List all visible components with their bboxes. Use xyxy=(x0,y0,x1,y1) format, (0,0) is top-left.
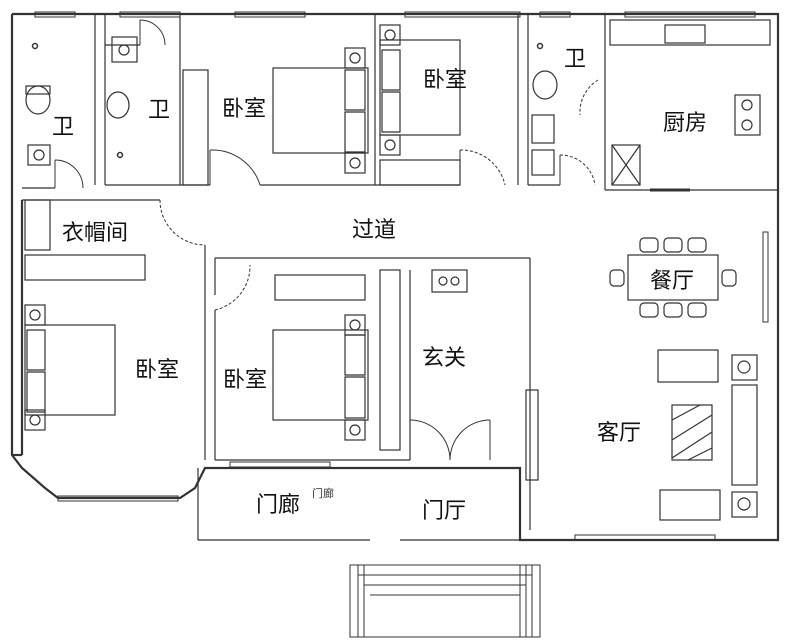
room-label-living: 客厅 xyxy=(597,421,642,446)
room-label-dining: 餐厅 xyxy=(650,269,695,294)
room-label-bath-2: 卫 xyxy=(148,98,171,123)
living-furniture xyxy=(525,349,758,521)
room-label-foyer: 玄关 xyxy=(422,346,467,371)
room-label-bedroom-center: 卧室 xyxy=(223,368,268,393)
room-label-entrance-hall: 门厅 xyxy=(422,499,467,524)
bed-northeast xyxy=(379,24,461,186)
doors xyxy=(54,19,690,461)
room-label-porch-small: 门廊 xyxy=(312,487,334,500)
wardrobes xyxy=(24,69,401,451)
bed-north xyxy=(272,47,369,174)
shower-marks xyxy=(31,42,544,159)
room-label-porch: 门廊 xyxy=(256,493,301,518)
bath-fixtures xyxy=(25,36,558,293)
room-label-bedroom-north: 卧室 xyxy=(222,97,267,122)
room-label-closet: 衣帽间 xyxy=(62,221,129,246)
entry-steps xyxy=(349,564,541,638)
bed-southwest xyxy=(24,304,116,431)
dining-set xyxy=(609,237,737,318)
bed-center xyxy=(272,274,369,441)
kitchen-fixtures xyxy=(609,19,771,186)
room-label-bath-1: 卫 xyxy=(52,115,75,140)
room-label-bedroom-southwest: 卧室 xyxy=(135,358,180,383)
room-label-kitchen: 厨房 xyxy=(663,111,708,136)
room-label-bath-3: 卫 xyxy=(564,47,587,72)
room-label-corridor: 过道 xyxy=(352,218,397,243)
windows xyxy=(34,11,769,541)
room-label-bedroom-northeast: 卧室 xyxy=(423,68,468,93)
